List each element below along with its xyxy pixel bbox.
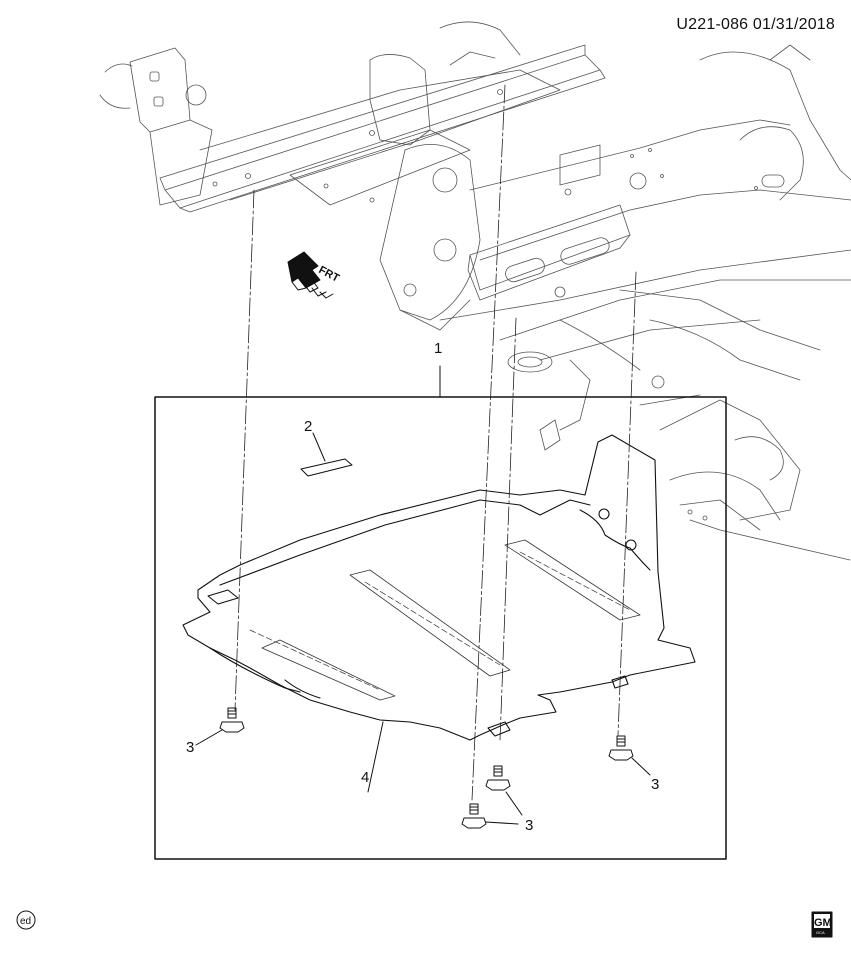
callout-3a: 3 (186, 739, 194, 756)
bolt-4 (608, 735, 634, 761)
ed-badge-icon (16, 910, 36, 930)
bolt-1 (219, 707, 245, 733)
callout-3c: 3 (525, 817, 533, 834)
front-direction-arrow-icon (287, 251, 334, 299)
callout-3b: 3 (651, 776, 659, 793)
callout-2: 2 (304, 418, 312, 435)
gm-logo-icon (811, 911, 833, 938)
bolt-2 (485, 765, 511, 791)
gm-logo-label: GM (814, 917, 832, 929)
gm-logo-sublabel: GCA (816, 930, 825, 935)
bolt-3 (461, 803, 487, 829)
front-direction-label: FRT (317, 264, 342, 285)
callout-4: 4 (361, 769, 369, 786)
assembly-frame (154, 396, 727, 860)
label-part (300, 458, 353, 477)
callout-4-leader (367, 721, 384, 793)
underbody-shield (182, 434, 696, 741)
alignment-lines (234, 84, 637, 801)
callout-2-leader (312, 432, 326, 462)
document-id: U221-086 01/31/2018 (676, 16, 835, 33)
vehicle-underbody (99, 21, 851, 561)
callout-3-leaders (195, 729, 651, 825)
callout-1: 1 (434, 340, 442, 357)
ed-badge-label: ed (20, 916, 31, 927)
